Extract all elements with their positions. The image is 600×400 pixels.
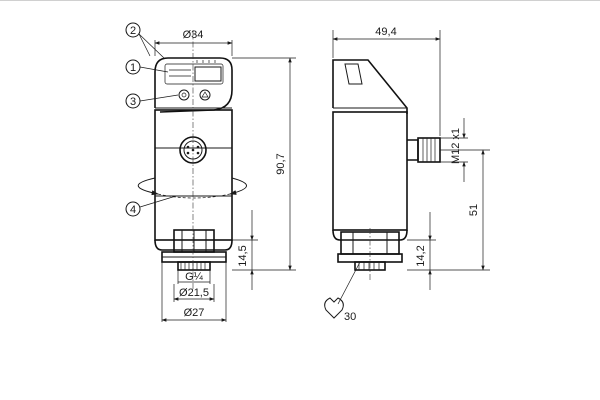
dim-connector-height: 51 bbox=[468, 204, 480, 216]
led-row bbox=[196, 60, 216, 63]
svg-text:3: 3 bbox=[130, 96, 136, 108]
side-body bbox=[332, 111, 408, 231]
display-digits bbox=[194, 66, 222, 82]
svg-text:1: 1 bbox=[130, 62, 136, 74]
front-view bbox=[137, 30, 247, 290]
front-head bbox=[154, 57, 233, 113]
dim-base-diameter: Ø27 bbox=[184, 307, 205, 319]
side-view bbox=[332, 59, 441, 280]
front-dimensions: Ø34 90,7 14,5 G¼ Ø21,5 Ø27 bbox=[154, 29, 296, 322]
display-window bbox=[164, 63, 224, 85]
dim-front-width: Ø34 bbox=[183, 29, 204, 41]
dim-connector: M12 x1 bbox=[450, 128, 462, 164]
dim-thread: G¼ bbox=[185, 271, 204, 283]
wrench-icon bbox=[324, 261, 361, 319]
top-border bbox=[0, 0, 600, 1]
button-right bbox=[199, 89, 211, 101]
dim-total-height: 90,7 bbox=[275, 153, 287, 174]
side-head bbox=[332, 59, 408, 114]
button-left bbox=[178, 89, 190, 101]
front-body bbox=[154, 109, 233, 241]
callout-4 bbox=[125, 201, 141, 217]
callouts: 2 1 3 4 bbox=[125, 22, 179, 217]
side-dimensions: 49,4 M12 x1 51 14,2 30 bbox=[324, 26, 490, 323]
dim-hex-diameter: Ø21,5 bbox=[179, 287, 209, 299]
svg-text:4: 4 bbox=[130, 204, 136, 216]
svg-text:2: 2 bbox=[130, 25, 136, 37]
rotation-arrow bbox=[137, 177, 159, 196]
side-connector bbox=[407, 137, 441, 163]
dim-wrench-size: 30 bbox=[344, 311, 356, 323]
callout-2 bbox=[125, 22, 141, 38]
thread-stub bbox=[177, 261, 211, 271]
dim-side-depth: 49,4 bbox=[375, 26, 396, 38]
dim-side-lower-height: 14,2 bbox=[415, 245, 427, 266]
dim-lower-height: 14,5 bbox=[237, 245, 249, 266]
